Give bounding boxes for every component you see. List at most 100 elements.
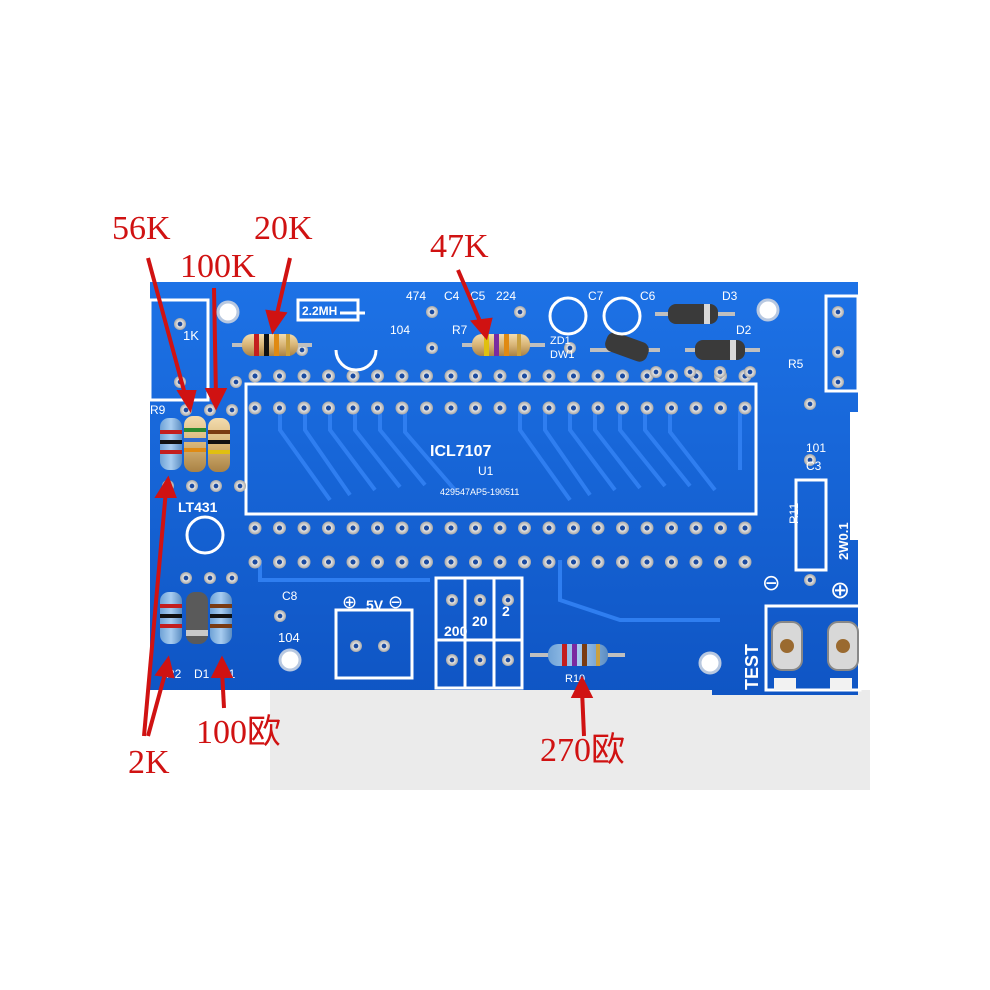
pad [371,369,384,383]
c7-label: C7 [588,289,604,303]
via-pad [502,654,514,666]
pad [542,555,556,569]
via-pad [446,594,458,606]
via-pad [226,404,238,416]
r7-label: R7 [452,323,468,337]
via-pad [650,366,662,378]
pad [714,521,727,535]
pad [567,521,580,535]
via-pad [204,572,216,584]
pad [665,401,678,415]
chip-name: ICL7107 [430,443,491,460]
pad [665,521,678,535]
via-pad [378,640,390,652]
via-pad [714,366,726,378]
via-pad [234,480,246,492]
pad [591,555,605,569]
via-pad [502,594,514,606]
pad [591,521,605,535]
pad [248,369,262,383]
range-20-label: 20 [472,613,488,629]
annotation-arrows [142,257,594,737]
label-2k: 2K [128,744,170,781]
c3-value-label: 101 [806,441,826,455]
via-pad [832,306,844,318]
pad [444,401,458,415]
pad [616,521,629,535]
pad [714,401,727,415]
pad [371,401,384,415]
pad [322,369,335,383]
cap-outlines [185,296,642,555]
shunt-label: 2W0.1 [836,522,851,560]
pad [616,369,629,383]
resistor-stack-left [160,416,230,472]
pad [689,521,703,535]
via-pad [474,594,486,606]
pad [640,555,654,569]
via-pad [684,366,696,378]
pad [420,521,433,535]
pad [248,555,262,569]
pad [395,369,409,383]
via-pad [274,610,286,622]
pad [273,521,286,535]
via-pad [446,654,458,666]
pad [640,401,654,415]
c8-label: C8 [282,589,298,603]
via-pad [804,574,816,586]
pad [346,401,360,415]
pad [714,555,727,569]
resistor-20k [232,334,312,356]
pad [248,521,262,535]
pad [346,521,360,535]
pad [273,369,286,383]
pad [567,369,580,383]
label-20k: 20K [254,210,313,247]
d2-label: D2 [736,323,752,337]
pad [542,369,556,383]
via-pad [744,366,756,378]
rail-plus-sign: ⊕ [342,592,357,612]
r5-label: R5 [788,357,804,371]
pad [322,521,335,535]
pad [273,401,286,415]
label-100k: 100K [180,248,256,285]
pad [567,401,580,415]
via-pad [564,342,576,354]
resistor-270ohm [530,644,625,666]
c6-label: C6 [640,289,656,303]
cap-104-top-label: 104 [390,323,410,337]
one-k-label: 1K [183,328,199,343]
via-pad [226,572,238,584]
range-200-label: 200 [444,623,468,639]
pad [738,401,752,415]
pad [665,555,678,569]
silkscreen-outlines [148,294,862,692]
via-pad [474,654,486,666]
pad [371,521,384,535]
pad [640,521,654,535]
via-pad [426,306,438,318]
pad [493,369,507,383]
label-270ohm: 270欧 [540,732,625,769]
pad [346,369,360,383]
pad [395,521,409,535]
ic-socket-pads [248,369,752,569]
label-47k: 47K [430,228,489,265]
pad [371,555,384,569]
via-pad [180,572,192,584]
pad [420,401,433,415]
via-pad [204,404,216,416]
pad [444,369,458,383]
inductor-label: 2.2MH [302,304,337,318]
via-pad [230,376,242,388]
pad [567,555,580,569]
diodes [590,304,760,362]
via-pad [426,342,438,354]
d3-label: D3 [722,289,738,303]
pad [297,401,311,415]
via-pad [804,398,816,410]
